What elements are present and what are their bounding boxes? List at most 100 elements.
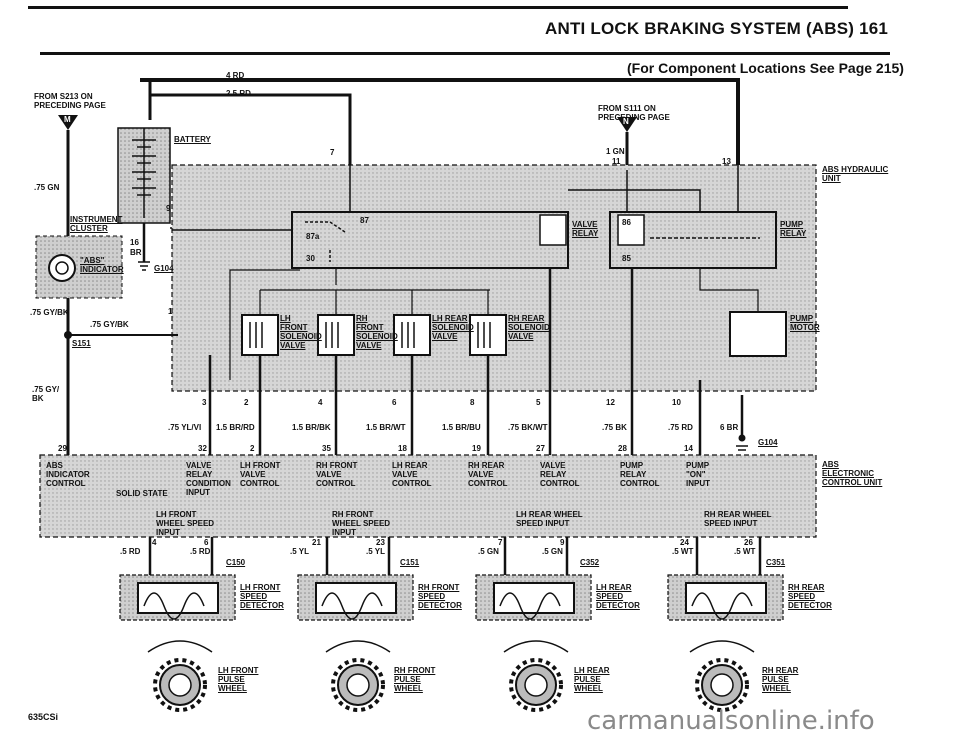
ecu-fn-lh-rear-valve: LH REAR VALVE CONTROL (392, 461, 432, 488)
pin-29: 29 (58, 444, 67, 453)
instrument-cluster-label: INSTRUMENT CLUSTER (70, 215, 123, 233)
sensor-pin: 21 (312, 538, 321, 547)
ecu-fn-rh-rear-speed: RH REAR WHEEL SPEED INPUT (704, 510, 772, 528)
wire-bk75: .75 BK (602, 423, 627, 432)
wire-label-4rd: 4 RD (226, 71, 245, 80)
battery-label: BATTERY (174, 135, 211, 144)
detector-lh-rear-label: LH REAR SPEED DETECTOR (596, 583, 640, 610)
wire-gn75: .75 GN (34, 183, 60, 192)
hydraulic-unit-label: ABS HYDRAULIC UNIT (822, 165, 889, 183)
pin-28: 28 (618, 444, 627, 453)
header-rule (40, 52, 890, 55)
pin-10: 10 (672, 398, 681, 407)
pin-4: 4 (318, 398, 323, 407)
ecu-fn-valve-relay: VALVE RELAY CONTROL (540, 461, 580, 488)
sensor-wire-label: .5 WT (734, 547, 756, 556)
connector-n-icon (617, 117, 637, 132)
pin-br: BR (130, 248, 142, 257)
pin-27: 27 (536, 444, 545, 453)
relay-pin-30: 30 (306, 254, 315, 263)
wire-gn1: 1 GN (606, 147, 625, 156)
speed-detector-rh-rear-icon (667, 574, 784, 621)
ecu-fn-rh-front-valve: RH FRONT VALVE CONTROL (316, 461, 358, 488)
solenoid-rh-front-label: RH FRONT SOLENOID VALVE (356, 314, 398, 350)
ground-g104-top: G104 (154, 264, 174, 273)
ecu-fn-abs-indicator: ABS INDICATOR CONTROL (46, 461, 90, 488)
sensor-wire-label: .5 WT (672, 547, 694, 556)
abs-indicator-label: "ABS" INDICATOR (80, 256, 124, 274)
sensor-pin: 26 (744, 538, 753, 547)
pin-9: 9 (166, 204, 171, 213)
header-rule-top (28, 6, 848, 9)
wire-gybk-c: .75 GY/ BK (32, 385, 60, 403)
pin-3: 3 (202, 398, 207, 407)
pin-12: 12 (606, 398, 615, 407)
wheel-lh-front-label: LH FRONT PULSE WHEEL (218, 666, 259, 693)
ecu-label: ABS ELECTRONIC CONTROL UNIT (822, 460, 883, 487)
pin-18: 18 (398, 444, 407, 453)
speed-detector-rh-front-icon (297, 574, 414, 621)
wire-label-25rd: 2.5 RD (226, 89, 251, 98)
pin-19: 19 (472, 444, 481, 453)
sensor-pin: 23 (376, 538, 385, 547)
connector-m-icon (58, 115, 78, 130)
wire-br6: 6 BR (720, 423, 739, 432)
detector-rh-front-label: RH FRONT SPEED DETECTOR (418, 583, 462, 610)
component-location-note: (For Component Locations See Page 215) (627, 60, 904, 76)
connector-n-label: N (623, 117, 629, 126)
pin-1: 1 (168, 307, 173, 316)
solenoid-lh-front-label: LH FRONT SOLENOID VALVE (280, 314, 322, 350)
solenoid-lh-front-icon (241, 314, 279, 356)
pump-relay-coil-icon (617, 214, 645, 246)
sensor-wire-label: .5 YL (366, 547, 385, 556)
connector-c151: C151 (400, 558, 420, 567)
ecu-fn-lh-front-speed: LH FRONT WHEEL SPEED INPUT (156, 510, 215, 537)
source-right-label: FROM S111 ON PRECEDING PAGE (598, 104, 670, 122)
sensor-pin: 9 (560, 538, 565, 547)
wire-rd75: .75 RD (668, 423, 693, 432)
wire-brwt: 1.5 BR/WT (366, 423, 406, 432)
pin-11: 11 (612, 157, 621, 166)
page-title: ANTI LOCK BRAKING SYSTEM (ABS) 161 (545, 19, 889, 38)
watermark: carmanualsonline.info (587, 706, 875, 736)
relay-pin-85: 85 (622, 254, 631, 263)
pump-motor-icon (729, 311, 787, 357)
pump-relay-label: PUMP RELAY (780, 220, 807, 238)
wire-brrd: 1.5 BR/RD (216, 423, 255, 432)
wire-ylvi: .75 YL/VI (168, 423, 202, 432)
solenoid-rh-rear-label: RH REAR SOLENOID VALVE (508, 314, 550, 341)
pulse-wheel-lh-front-icon (147, 640, 213, 712)
connector-m-label: M (64, 115, 71, 124)
speed-detector-lh-rear-icon (475, 574, 592, 621)
pin-32: 32 (198, 444, 207, 453)
sensor-pin: 4 (152, 538, 157, 547)
connector-c150: C150 (226, 558, 246, 567)
wheel-rh-front-label: RH FRONT PULSE WHEEL (394, 666, 436, 693)
connector-c351: C351 (766, 558, 786, 567)
ecu-fn-pump-relay: PUMP RELAY CONTROL (620, 461, 660, 488)
ecu-fn-pump-on: PUMP "ON" INPUT (686, 461, 710, 488)
pin-13: 13 (722, 157, 731, 166)
solenoid-rh-rear-icon (469, 314, 507, 356)
sensor-pin: 7 (498, 538, 503, 547)
pin-2: 2 (244, 398, 249, 407)
splice-s151-icon (64, 331, 72, 339)
splice-s151-label: S151 (72, 339, 91, 348)
pin-35: 35 (322, 444, 331, 453)
pulse-wheel-rh-rear-icon (689, 640, 755, 712)
detector-rh-rear-label: RH REAR SPEED DETECTOR (788, 583, 832, 610)
ecu-fn-rh-front-speed: RH FRONT WHEEL SPEED INPUT (332, 510, 391, 537)
pin-2b: 2 (250, 444, 255, 453)
source-left-label: FROM S213 ON PRECEDING PAGE (34, 92, 106, 110)
wire-brbu: 1.5 BR/BU (442, 423, 481, 432)
sensor-wire-label: .5 GN (542, 547, 563, 556)
valve-relay-coil-icon (539, 214, 567, 246)
pulse-wheel-lh-rear-icon (503, 640, 569, 712)
wire-gybk-a: .75 GY/BK (30, 308, 69, 317)
harness-wires (208, 268, 744, 455)
hydraulic-unit-box (171, 164, 817, 392)
ecu-fn-relay-condition: VALVE RELAY CONDITION INPUT (186, 461, 231, 497)
ecu-fn-rh-rear-valve: RH REAR VALVE CONTROL (468, 461, 508, 488)
pin-6: 6 (392, 398, 397, 407)
